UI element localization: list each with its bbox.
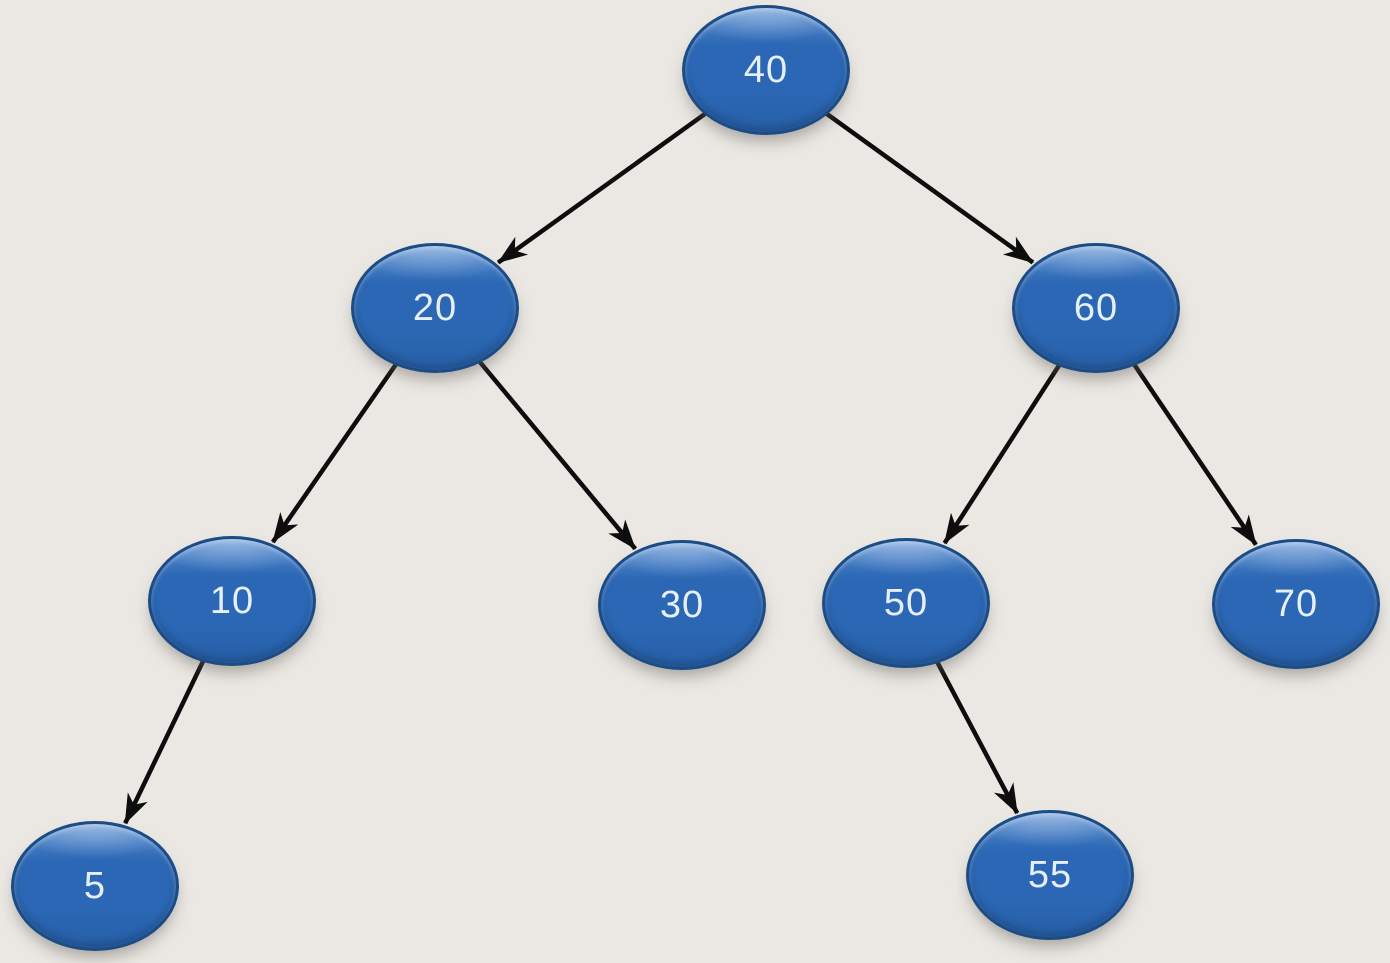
- tree-node-70: 70: [1212, 539, 1380, 669]
- tree-edge-60-70: [1132, 363, 1258, 546]
- tree-node-10: 10: [148, 536, 316, 666]
- tree-edge-50-55: [935, 661, 1020, 815]
- tree-edge-20-10: [270, 363, 398, 544]
- tree-node-60: 60: [1012, 243, 1180, 373]
- tree-edge-20-30: [478, 360, 637, 551]
- tree-node-40: 40: [682, 5, 850, 135]
- tree-node-5: 5: [11, 821, 179, 951]
- tree-node-label: 30: [659, 583, 705, 626]
- tree-node-label: 50: [883, 581, 929, 624]
- tree-node-label: 55: [1027, 853, 1073, 896]
- tree-node-label: 60: [1073, 286, 1119, 329]
- tree-edge-10-5: [123, 660, 206, 825]
- tree-edge-40-60: [825, 111, 1035, 265]
- tree-node-55: 55: [966, 810, 1134, 940]
- tree-node-label: 40: [743, 48, 789, 91]
- tree-node-30: 30: [598, 540, 766, 670]
- tree-edge-60-50: [942, 364, 1061, 545]
- tree-node-label: 20: [412, 286, 458, 329]
- tree-node-label: 70: [1273, 582, 1319, 625]
- tree-node-label: 10: [209, 579, 255, 622]
- tree-node-20: 20: [351, 243, 519, 373]
- tree-node-50: 50: [822, 538, 990, 668]
- tree-edge-40-20: [496, 111, 707, 265]
- tree-node-label: 5: [83, 864, 107, 907]
